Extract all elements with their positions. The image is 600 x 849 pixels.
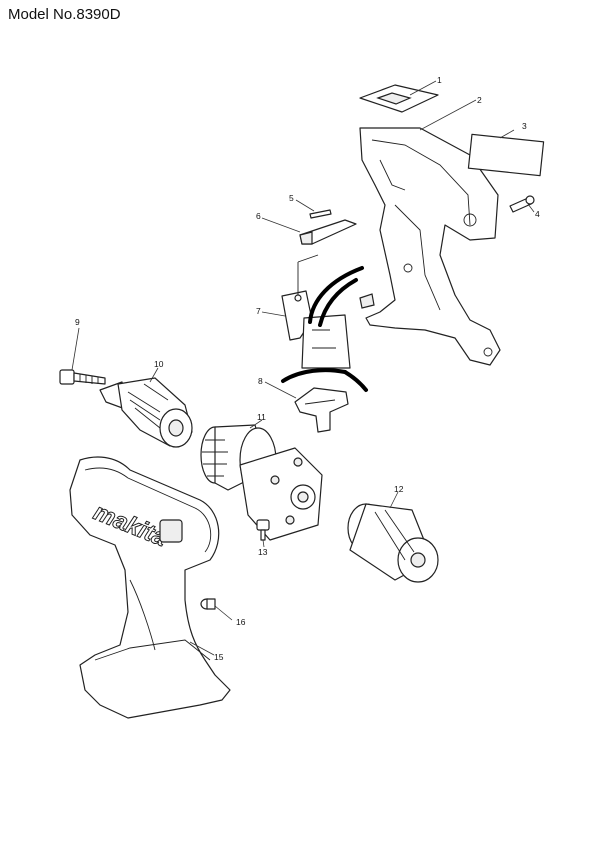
part-16-plug: [200, 598, 216, 610]
part-4-screw: [509, 195, 535, 213]
part-3-label: [467, 133, 545, 177]
callout-10: 10: [154, 359, 164, 369]
switch-wires: [281, 266, 368, 392]
callout-8: 8: [258, 376, 263, 386]
part-13-small-screw: [256, 519, 270, 541]
leader-lines: [71, 80, 535, 656]
part-5-pin: [309, 209, 332, 219]
part-8-clip: [294, 387, 349, 433]
callout-3: 3: [522, 121, 527, 131]
callout-1: 1: [437, 75, 442, 85]
callout-11: 11: [257, 412, 266, 422]
part-6-lever: [299, 219, 357, 245]
model-number-title: Model No.8390D: [8, 6, 121, 23]
callout-12: 12: [394, 484, 404, 494]
part-11-gear-assembly: [200, 424, 323, 541]
part-7-switch: [281, 254, 351, 369]
callout-4: 4: [535, 209, 540, 219]
part-15-housing-set: makita: [69, 456, 231, 719]
part-12-motor: [347, 503, 439, 583]
callout-13: 13: [258, 547, 268, 557]
part-9-long-screw: [59, 369, 106, 385]
part-2-housing-half: [359, 127, 501, 366]
part-1-cover-plate: [359, 84, 439, 113]
callout-7: 7: [256, 306, 261, 316]
callout-6: 6: [256, 211, 261, 221]
callout-16: 16: [236, 617, 246, 627]
callout-labels: 1 2 3 4 5 6 7 8 9 10 11 12 13 15 16: [75, 75, 540, 662]
part-10-drill-chuck: [99, 377, 193, 448]
callout-9: 9: [75, 317, 80, 327]
callout-5: 5: [289, 193, 294, 203]
callout-15: 15: [214, 652, 224, 662]
callout-2: 2: [477, 95, 482, 105]
